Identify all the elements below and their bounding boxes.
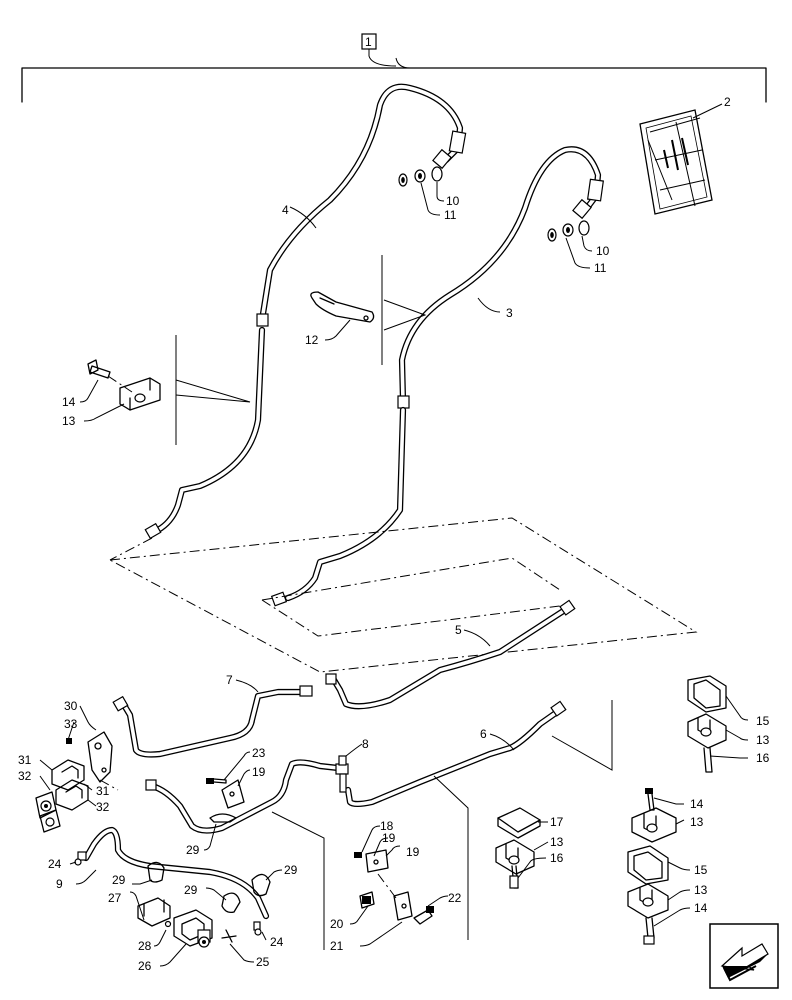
callout-28: 28: [138, 939, 152, 953]
callout-29-right: 29: [284, 863, 298, 877]
clip-assembly-18-22: 18 19 19 20 21 22: [330, 819, 462, 953]
hose-4: 4: [256, 83, 467, 327]
callout-30: 30: [64, 699, 78, 713]
callout-19-b: 19: [382, 831, 396, 845]
callout-22: 22: [448, 891, 462, 905]
assembly-number: 1: [365, 35, 372, 49]
tee-fitting-8: 8: [335, 737, 369, 793]
callout-21: 21: [330, 939, 344, 953]
valve-group-30-33: 30 33 31 32 31 32: [18, 699, 119, 833]
callout-32-left: 32: [18, 769, 32, 783]
callout-13-center: 13: [550, 835, 564, 849]
callout-12: 12: [305, 333, 319, 347]
callout-10-upper: 10: [446, 194, 460, 208]
callout-11-lower: 11: [594, 261, 607, 275]
callout-18: 18: [380, 819, 394, 833]
callout-23: 23: [252, 746, 266, 760]
callout-13-right-mid: 13: [690, 815, 704, 829]
callout-14-right-lower: 14: [694, 901, 708, 915]
clamp-13-14-upper: 14 13: [62, 359, 161, 428]
clip-29-center: 29: [186, 813, 237, 857]
callout-5: 5: [455, 623, 462, 637]
clamp-15-13-14-lower: 15 13 14: [627, 845, 708, 945]
fittings-10-11-upper: 10 11: [398, 166, 460, 222]
pipe-3-lower: [270, 406, 407, 607]
callout-10-lower: 10: [596, 244, 610, 258]
hose-3: 3: [397, 146, 605, 409]
callout-14-right-mid: 14: [690, 797, 704, 811]
callout-16-right: 16: [756, 751, 770, 765]
pipe-5: 5: [325, 599, 576, 710]
pipe-6: 6: [145, 700, 567, 834]
callout-8: 8: [362, 737, 369, 751]
callout-26: 26: [138, 959, 152, 973]
callout-20: 20: [330, 917, 344, 931]
callout-14-upper: 14: [62, 395, 76, 409]
callout-9: 9: [56, 877, 63, 891]
callout-29-center: 29: [186, 843, 200, 857]
assembly-bracket: 1: [21, 33, 767, 103]
pipe-4-lower: [144, 326, 266, 540]
tube-9: 24 9: [48, 826, 270, 920]
callout-25: 25: [256, 955, 270, 969]
manual-document: 2: [639, 95, 731, 215]
callout-32-right: 32: [96, 800, 110, 814]
callout-29-left: 29: [112, 873, 126, 887]
callout-16-center: 16: [550, 851, 564, 865]
bracket-12: 12: [305, 291, 375, 347]
arrow-icon: [709, 923, 779, 989]
callout-27: 27: [108, 891, 122, 905]
callout-15-lower: 15: [694, 863, 708, 877]
callout-19-a: 19: [252, 765, 266, 779]
callout-6: 6: [480, 727, 487, 741]
callout-7: 7: [226, 673, 233, 687]
reference-leaders-lower: [271, 700, 613, 950]
reference-leaders: [175, 255, 427, 445]
callout-13-upper: 13: [62, 414, 76, 428]
callout-31-left: 31: [18, 753, 32, 767]
callout-24-right: 24: [270, 935, 284, 949]
callout-11-upper: 11: [444, 208, 457, 222]
clips-29: 29 29 29: [112, 861, 298, 914]
callout-3: 3: [506, 306, 513, 320]
clamp-17-13-16: 17 13 16: [495, 807, 564, 889]
callout-4: 4: [282, 203, 289, 217]
callout-15-upper: 15: [756, 714, 770, 728]
bolt-clip-23-19: 23 19: [206, 746, 266, 809]
callout-19-c: 19: [406, 845, 420, 859]
clamp-15-13-16-upper: 15 13 16: [687, 675, 770, 773]
callout-13-right-lower: 13: [694, 883, 708, 897]
connectors-24-28: 27 28 26 25 24: [108, 891, 284, 973]
callout-31-right: 31: [96, 784, 110, 798]
callout-17: 17: [550, 815, 564, 829]
fittings-10-11-lower: 10 11: [547, 220, 610, 275]
callout-24-left: 24: [48, 857, 62, 871]
routing-outlines: [108, 517, 698, 673]
callout-13-right-upper: 13: [756, 733, 770, 747]
callout-33: 33: [64, 717, 78, 731]
clamp-14-13-mid: 14 13: [631, 788, 704, 843]
callout-2: 2: [724, 95, 731, 109]
callout-29-lower: 29: [184, 883, 198, 897]
pipe-7: 7: [112, 673, 313, 758]
